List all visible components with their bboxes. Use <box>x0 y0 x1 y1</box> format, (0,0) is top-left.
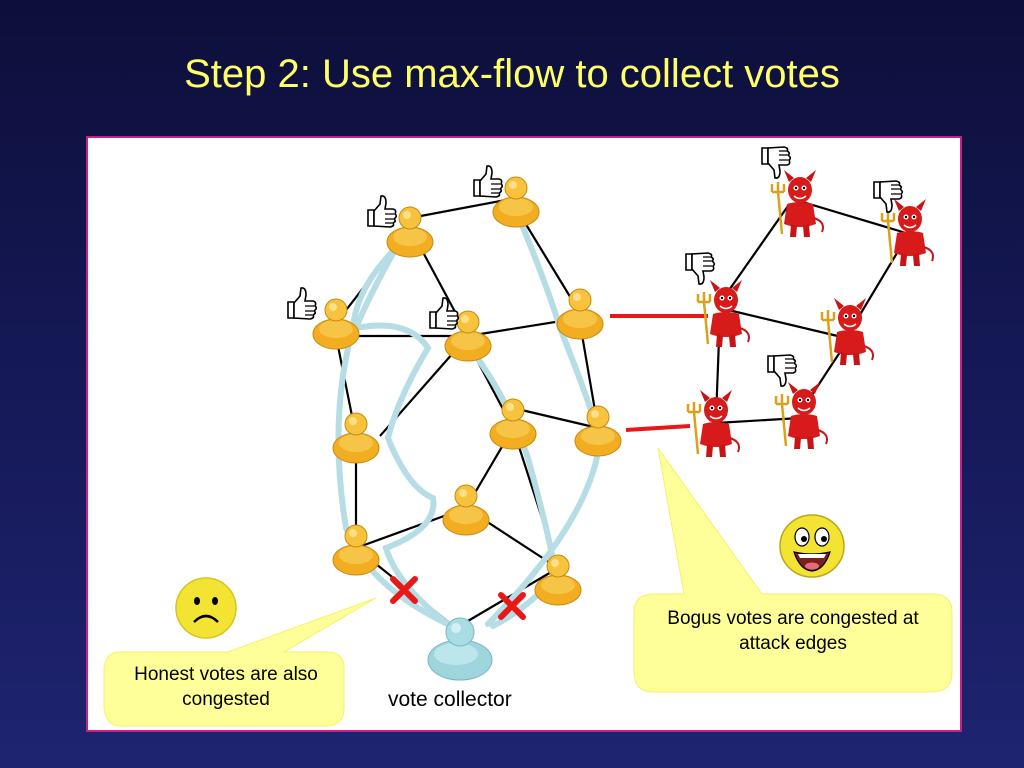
thumbs-up-icon <box>367 195 398 228</box>
thumbs-up-icon <box>287 287 318 320</box>
attack-edges <box>610 314 708 432</box>
happy-face-icon <box>779 514 845 578</box>
vote-collector-label: vote collector <box>388 688 512 711</box>
network-diagram <box>103 146 953 727</box>
slide-title: Step 2: Use max-flow to collect votes <box>184 52 840 96</box>
vote-collector-node <box>427 617 493 681</box>
bogus-callout-text: Bogus votes are congested at attack edge… <box>667 608 919 654</box>
sad-face-icon <box>175 577 237 639</box>
thumbs-down-icon <box>767 354 798 387</box>
sybil-node <box>686 388 741 459</box>
honest-callout-bubble <box>103 597 377 727</box>
sybil-node <box>770 168 825 239</box>
honest-user-node <box>442 484 490 536</box>
sybil-nodes <box>686 168 935 459</box>
honest-callout-text: Honest votes are also congested <box>134 664 318 710</box>
honest-user-node <box>556 288 604 340</box>
thumbs-up-icon <box>429 297 460 330</box>
honest-users <box>312 176 622 606</box>
thumbs-up-icon <box>473 165 504 198</box>
diagram-panel: Honest votes are also congested Bogus vo… <box>86 136 962 732</box>
honest-user-node <box>312 298 360 350</box>
sybil-node <box>820 296 875 367</box>
sybil-node <box>774 380 829 451</box>
thumbs-down-icon <box>685 252 716 285</box>
honest-user-node <box>574 405 622 457</box>
bogus-callout-bubble <box>633 447 953 693</box>
honest-user-node <box>489 398 537 450</box>
honest-user-node <box>332 524 380 576</box>
